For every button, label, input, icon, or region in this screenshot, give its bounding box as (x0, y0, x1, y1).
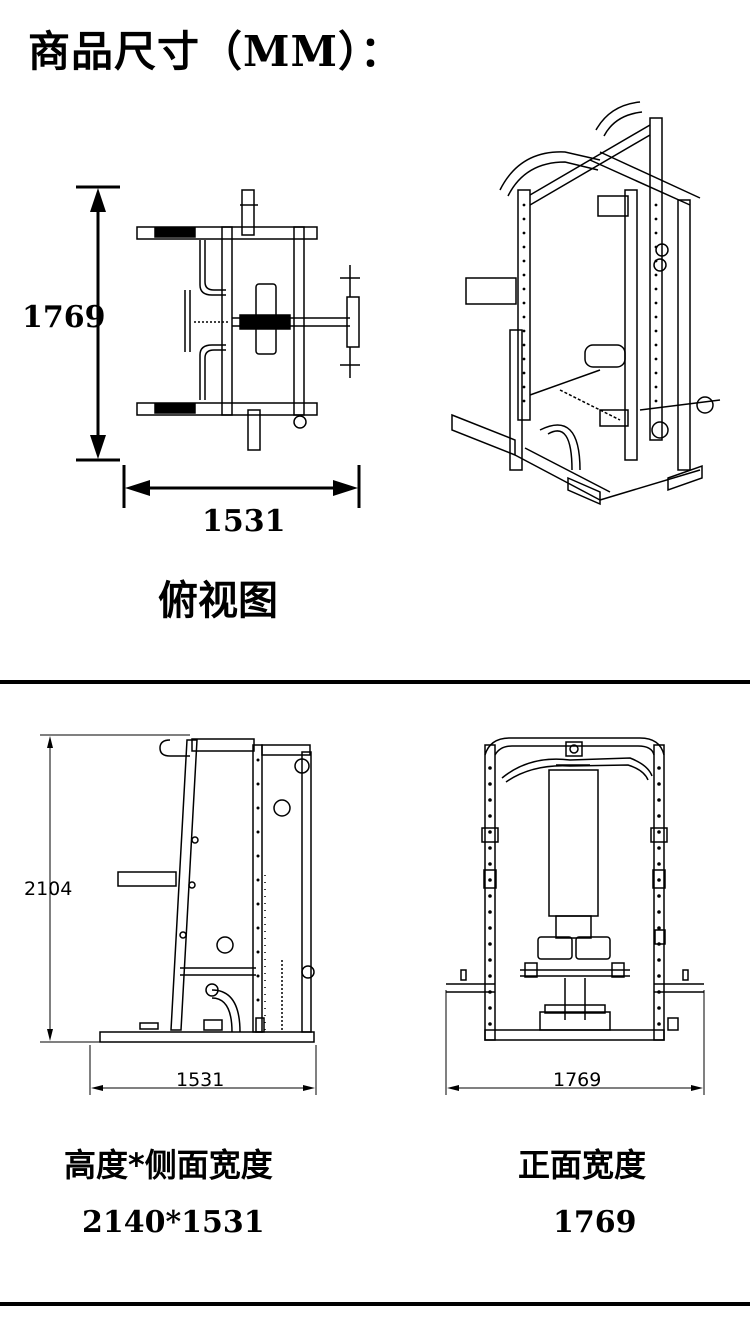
upright-hole (256, 998, 260, 1002)
upright-hole (522, 315, 526, 319)
upright-hole (488, 814, 492, 818)
upright-hole (654, 231, 658, 235)
top-view-width-label: 1531 (202, 504, 286, 539)
upright-hole (522, 399, 526, 403)
upright-hole (488, 862, 492, 866)
upright-hole (488, 974, 492, 978)
upright-hole (522, 259, 526, 263)
upright-hole (657, 1022, 661, 1026)
upright-hole (654, 301, 658, 305)
upright-hole (522, 203, 526, 207)
upright-hole (657, 990, 661, 994)
section-divider (0, 680, 750, 684)
upright-hole (654, 315, 658, 319)
page-title: 商品尺寸（MM）： (28, 27, 403, 76)
side-view-value: 2140*1531 (82, 1205, 265, 1240)
top-view-height-label: 1769 (22, 300, 106, 335)
upright-hole (657, 846, 661, 850)
upright-hole (488, 942, 492, 946)
upright-hole (488, 990, 492, 994)
upright-hole (488, 830, 492, 834)
upright-hole (654, 287, 658, 291)
upright-hole (488, 894, 492, 898)
upright-hole (522, 273, 526, 277)
upright-hole (657, 974, 661, 978)
upright-hole (654, 329, 658, 333)
upright-hole (657, 1006, 661, 1010)
upright-hole (256, 878, 260, 882)
upright-hole (522, 217, 526, 221)
upright-hole (657, 910, 661, 914)
upright-hole (657, 878, 661, 882)
side-view-height-label: 2104 (24, 878, 73, 900)
upright-hole (522, 329, 526, 333)
upright-hole (657, 894, 661, 898)
side-view-caption: 高度*侧面宽度 (64, 1146, 273, 1184)
upright-hole (522, 371, 526, 375)
upright-hole (488, 878, 492, 882)
upright-hole (657, 830, 661, 834)
upright-hole (654, 343, 658, 347)
upright-hole (657, 782, 661, 786)
upright-hole (488, 910, 492, 914)
upright-hole (657, 926, 661, 930)
upright-hole (256, 806, 260, 810)
front-view-value: 1769 (553, 1205, 637, 1240)
upright-hole (488, 1022, 492, 1026)
upright-hole (522, 231, 526, 235)
upright-hole (256, 950, 260, 954)
upright-hole (654, 259, 658, 263)
upright-hole (488, 766, 492, 770)
upright-hole (522, 343, 526, 347)
front-view-width-label: 1769 (553, 1069, 602, 1091)
upright-hole (522, 301, 526, 305)
upright-hole (654, 399, 658, 403)
upright-hole (657, 862, 661, 866)
upright-hole (522, 357, 526, 361)
upright-hole (654, 217, 658, 221)
upright-hole (654, 385, 658, 389)
upright-hole (256, 902, 260, 906)
upright-hole (654, 273, 658, 277)
upright-hole (488, 1006, 492, 1010)
upright-hole (654, 203, 658, 207)
upright-hole (657, 942, 661, 946)
upright-hole (488, 926, 492, 930)
side-view-width-label: 1531 (176, 1069, 225, 1091)
upright-hole (256, 854, 260, 858)
upright-hole (654, 371, 658, 375)
upright-hole (522, 287, 526, 291)
upright-hole (657, 814, 661, 818)
upright-hole (488, 958, 492, 962)
upright-hole (488, 846, 492, 850)
upright-hole (522, 245, 526, 249)
upright-hole (256, 782, 260, 786)
upright-hole (657, 958, 661, 962)
upright-hole (256, 974, 260, 978)
upright-hole (488, 782, 492, 786)
upright-hole (657, 766, 661, 770)
upright-hole (654, 245, 658, 249)
bottom-divider (0, 1302, 750, 1306)
upright-hole (488, 798, 492, 802)
upright-hole (256, 758, 260, 762)
front-view-caption: 正面宽度 (518, 1146, 647, 1184)
upright-hole (654, 357, 658, 361)
upright-hole (256, 830, 260, 834)
upright-hole (657, 798, 661, 802)
upright-hole (522, 385, 526, 389)
upright-hole (256, 926, 260, 930)
top-view-caption: 俯视图 (158, 578, 278, 624)
